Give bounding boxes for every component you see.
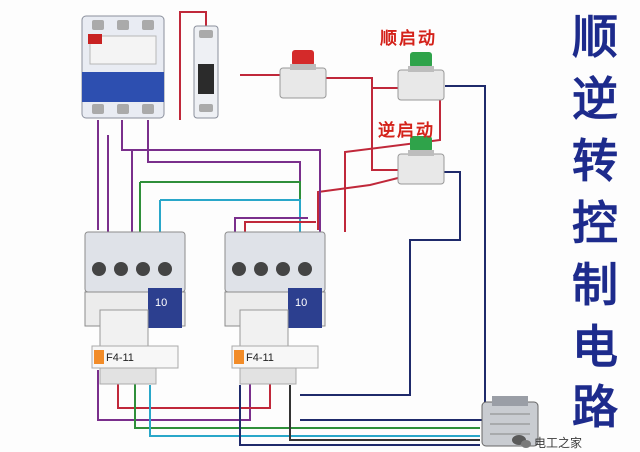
contactor-k1 bbox=[84, 231, 186, 385]
wire-purple-3 bbox=[147, 120, 301, 232]
wire-red-fwd-to-rev bbox=[371, 88, 398, 171]
wire-purple-k2-top bbox=[234, 217, 308, 232]
wire-purple-2 bbox=[121, 120, 321, 232]
k1-model: F4-11 bbox=[106, 352, 134, 364]
wire-purple-bottom-1 bbox=[97, 370, 251, 421]
watermark: 电工之家 bbox=[534, 436, 583, 450]
single-breaker-icon bbox=[193, 25, 219, 119]
wire-navy-return bbox=[300, 85, 486, 421]
wire-red-to-k2 bbox=[344, 100, 441, 232]
wire-purple-bottom-2 bbox=[117, 380, 271, 409]
green-pushbutton-icon[interactable] bbox=[397, 52, 445, 101]
motor-icon bbox=[481, 396, 539, 447]
wire-cyan-1 bbox=[160, 199, 301, 238]
wires bbox=[97, 11, 486, 446]
wire-green-1 bbox=[140, 181, 301, 236]
wire-red-to-k1 bbox=[317, 177, 399, 230]
wire-cyan-bottom bbox=[149, 385, 480, 437]
title-char: 顺 bbox=[572, 10, 618, 64]
green-pushbutton-icon[interactable] bbox=[397, 136, 445, 185]
stop-button-icon[interactable] bbox=[279, 50, 327, 99]
k1-aux-number: 10 bbox=[155, 297, 167, 309]
wire-green-bottom bbox=[134, 380, 480, 429]
circuit-breaker-icon bbox=[81, 15, 165, 119]
wire-red-control bbox=[179, 11, 207, 120]
reverse-start-label: 逆启动 bbox=[378, 121, 435, 141]
k2-aux-number: 10 bbox=[295, 297, 307, 309]
title-char: 路 bbox=[572, 380, 618, 434]
wire-red-k2-top bbox=[244, 221, 316, 232]
wire-navy-bottom bbox=[239, 385, 480, 446]
title-char: 控 bbox=[572, 196, 618, 250]
title-char: 电 bbox=[572, 320, 618, 374]
wire-red-stop-out bbox=[325, 77, 398, 89]
diagram-title: 顺 逆 转 控 制 电 路 bbox=[560, 6, 630, 436]
title-char: 制 bbox=[572, 258, 618, 312]
title-char: 转 bbox=[572, 134, 618, 188]
title-char: 逆 bbox=[572, 72, 618, 126]
wechat-icon bbox=[512, 435, 531, 448]
forward-start-label: 顺启动 bbox=[380, 29, 437, 49]
wire-navy-rev bbox=[300, 171, 461, 396]
k2-model: F4-11 bbox=[246, 352, 274, 364]
wire-black-bottom bbox=[289, 385, 480, 441]
contactor-k2 bbox=[224, 231, 326, 385]
